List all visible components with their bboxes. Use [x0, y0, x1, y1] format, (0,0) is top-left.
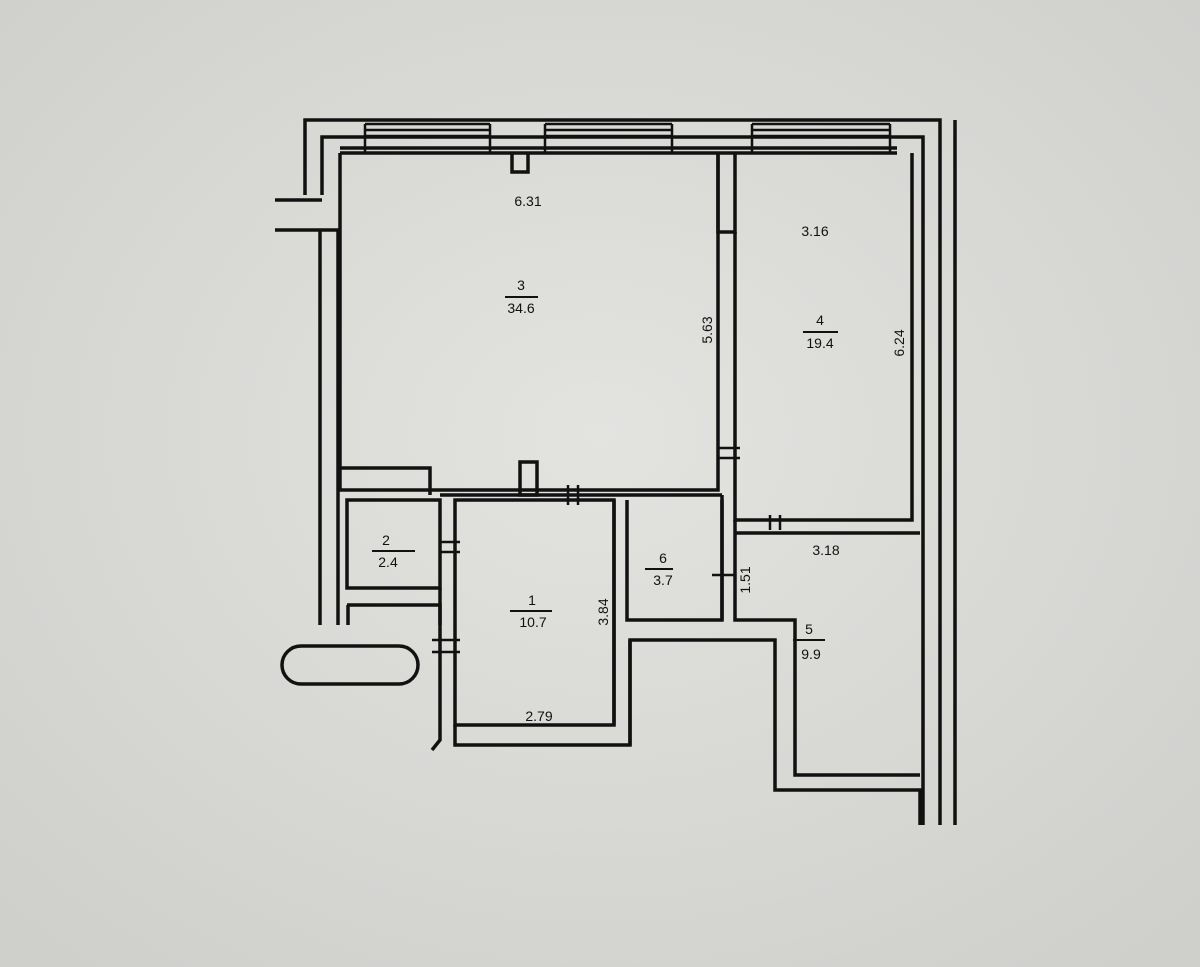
room-number: 4 [816, 312, 824, 328]
room-number: 5 [805, 621, 813, 637]
room-4-label: 4 19.4 [803, 312, 838, 351]
room-3-label: 3 34.6 [505, 277, 538, 316]
room-1-label: 1 10.7 [510, 592, 552, 630]
room-6-label: 6 3.7 [645, 550, 673, 588]
inner-walls [345, 493, 922, 825]
room-area: 34.6 [507, 300, 534, 316]
bathtub-icon [280, 644, 420, 686]
room-area: 19.4 [806, 335, 833, 351]
dimension-labels: 6.31 5.63 3.16 6.24 3.18 1.51 3.84 2.79 [514, 193, 907, 724]
room-area: 9.9 [801, 646, 821, 662]
door-marks [432, 446, 782, 654]
room-2-label: 2 2.4 [372, 532, 415, 570]
dim-room4-length: 6.24 [891, 329, 907, 356]
windows [363, 122, 892, 153]
dim-room3-width: 6.31 [514, 193, 541, 209]
outer-walls [275, 118, 957, 825]
room-5-label: 5 9.9 [793, 621, 825, 662]
dim-room6-length: 1.51 [737, 566, 753, 593]
room-number: 1 [528, 592, 536, 608]
room-number: 3 [517, 277, 525, 293]
dim-room4-width: 3.16 [801, 223, 828, 239]
room-number: 6 [659, 550, 667, 566]
dim-room3-length: 5.63 [699, 316, 715, 343]
room-area: 10.7 [519, 614, 546, 630]
room-area: 3.7 [653, 572, 673, 588]
room-area: 2.4 [378, 554, 398, 570]
room-number: 2 [382, 532, 390, 548]
dim-room5-width: 3.18 [812, 542, 839, 558]
dim-room1-length: 3.84 [595, 598, 611, 625]
dim-room1-width: 2.79 [525, 708, 552, 724]
